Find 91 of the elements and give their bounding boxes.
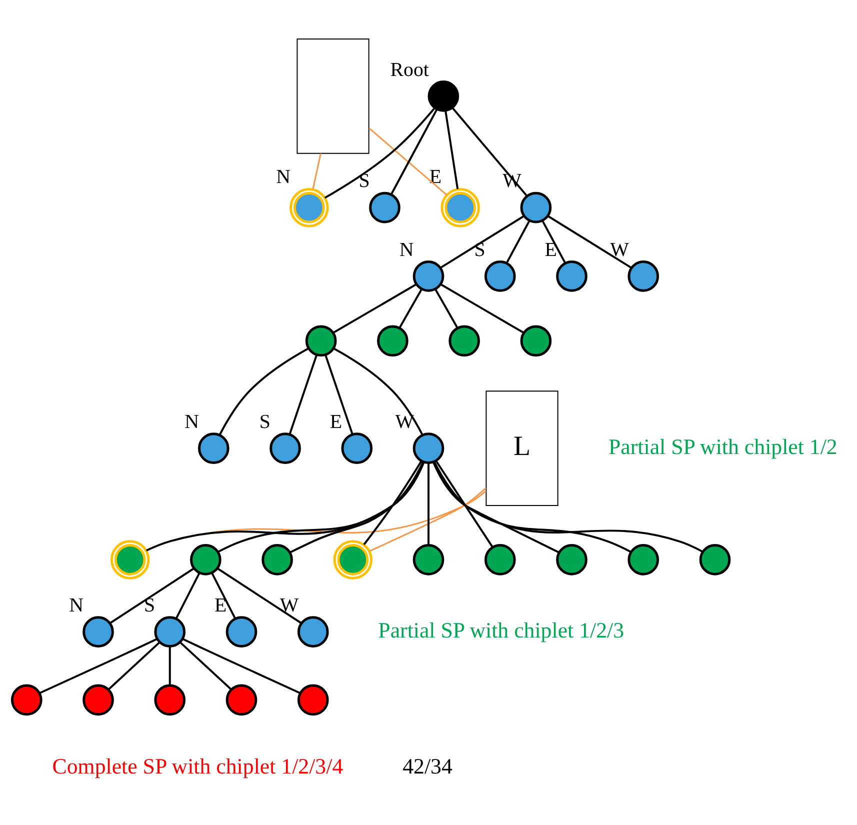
connector — [179, 642, 232, 690]
connector — [218, 348, 310, 436]
connector — [324, 354, 354, 435]
node-circle — [270, 432, 301, 464]
node-circle — [154, 616, 186, 648]
node-circle — [297, 684, 329, 716]
connector — [428, 463, 430, 545]
node-label: W — [280, 594, 299, 616]
connector — [168, 646, 171, 686]
node-circle — [82, 616, 114, 648]
connector — [182, 638, 301, 694]
node-label: E — [544, 238, 557, 261]
node-circle — [377, 325, 408, 357]
node-label: E — [330, 410, 342, 433]
connector — [39, 638, 158, 694]
connector — [369, 487, 487, 552]
label: Complete SP with chiplet 1/2/3/4 — [52, 754, 344, 779]
connector — [218, 462, 425, 553]
node-circle — [412, 260, 444, 292]
node-circle — [556, 544, 588, 576]
node-circle — [341, 432, 373, 464]
node-circle — [190, 544, 222, 576]
node-circle — [440, 188, 480, 228]
label: 42/34 — [402, 754, 452, 779]
connector — [324, 107, 436, 199]
node-box — [296, 38, 370, 154]
connector — [333, 348, 424, 436]
connector — [363, 460, 422, 546]
node-box: L — [486, 390, 558, 506]
node-label: S — [259, 410, 270, 433]
connector — [146, 462, 425, 552]
connector — [444, 110, 459, 190]
connector — [108, 642, 160, 690]
connector — [368, 128, 448, 196]
node-label: E — [429, 166, 442, 188]
connector — [433, 461, 560, 554]
node-circle — [628, 260, 660, 292]
node-circle — [520, 325, 552, 357]
node-circle — [10, 684, 42, 716]
connector — [452, 107, 528, 197]
connector — [332, 284, 417, 334]
connector — [390, 108, 438, 195]
node-label: N — [276, 166, 290, 188]
node-circle — [556, 260, 588, 292]
node-circle — [297, 616, 329, 648]
node-circle — [412, 432, 444, 464]
node-circle — [110, 540, 150, 580]
node-circle — [198, 432, 230, 464]
node-label: N — [69, 594, 84, 616]
connector — [506, 220, 530, 264]
node-circle — [428, 80, 460, 112]
connector — [547, 215, 632, 269]
node-circle — [82, 684, 114, 716]
node-circle — [262, 544, 293, 576]
connector — [440, 284, 524, 334]
connector — [440, 215, 525, 269]
node-circle — [289, 188, 329, 228]
connector — [109, 568, 194, 624]
node-label: W — [610, 238, 629, 261]
node-circle — [369, 192, 400, 224]
connector — [432, 462, 704, 553]
node-circle — [699, 544, 731, 576]
node-circle — [484, 260, 516, 292]
connector — [432, 462, 632, 553]
connector — [435, 460, 494, 548]
connector — [434, 288, 458, 328]
connector — [288, 354, 318, 435]
node-label: W — [395, 410, 414, 433]
node-label: Root — [390, 58, 429, 81]
label: Partial SP with chiplet 1/2 — [608, 434, 838, 459]
node-circle — [305, 325, 337, 357]
connector — [289, 462, 424, 554]
node-label: E — [214, 594, 227, 616]
connector — [542, 220, 566, 264]
connector — [312, 153, 322, 190]
node-circle — [154, 684, 186, 716]
connector — [175, 572, 200, 620]
node-circle — [628, 544, 660, 576]
node-label: N — [399, 238, 414, 261]
connector — [211, 572, 236, 620]
node-circle — [412, 544, 444, 576]
label: Partial SP with chiplet 1/2/3 — [378, 618, 624, 642]
node-circle — [484, 544, 516, 576]
node-circle — [333, 540, 373, 580]
node-label: N — [184, 410, 199, 433]
node-circle — [448, 325, 480, 357]
node-circle — [226, 616, 258, 648]
connector — [217, 568, 302, 624]
node-circle — [520, 192, 552, 224]
connector — [398, 288, 423, 328]
node-circle — [226, 684, 258, 716]
